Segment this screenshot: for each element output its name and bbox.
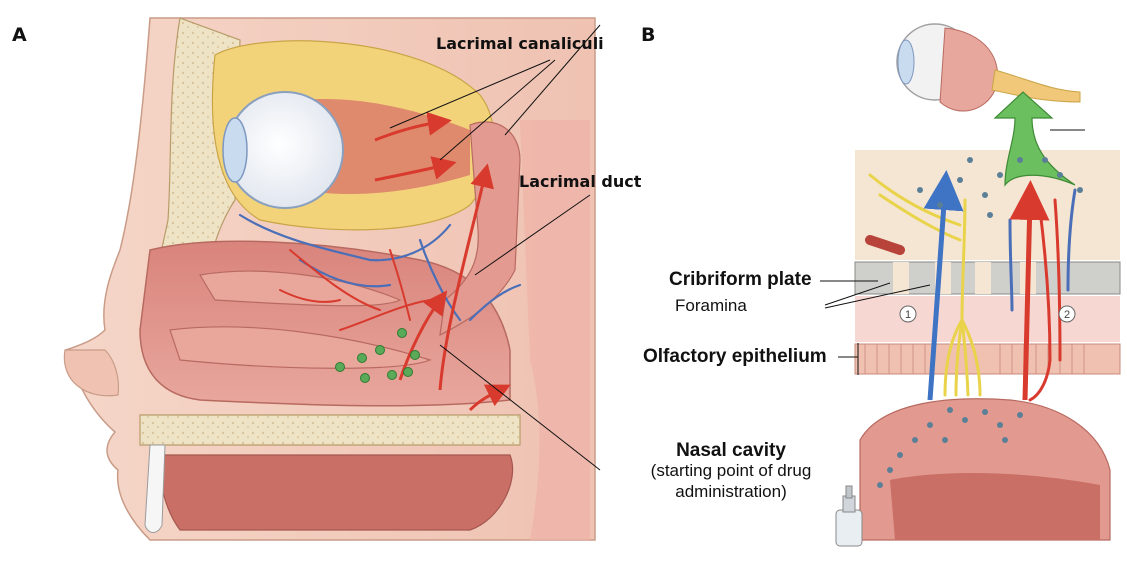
label-cribriform-plate: Cribriform plate [669,269,812,290]
panel-b-illustration [820,23,1121,547]
panel-a-letter: A [12,24,27,46]
vessels-b [1008,188,1077,402]
label-lacrimal-canaliculi: Lacrimal canaliculi [436,34,604,53]
leader-lines-a [389,24,601,471]
nasal-spray-bottle [835,485,863,547]
panel-b-letter: B [641,24,656,46]
drug-particles-a [335,328,420,383]
label-foramina: Foramina [675,296,747,315]
submucosa [855,296,1120,342]
label-nasal-cavity: Nasal cavity [676,440,786,461]
turbinate-upper [199,270,402,307]
oral-b [890,473,1100,540]
nose-tip [63,349,120,397]
panel-a-illustration [63,17,601,541]
pathway-1-marker [899,305,917,323]
pathway-2-marker [1058,305,1076,323]
arrow-to-brain [993,91,1076,187]
arteries-a [279,249,431,331]
incisor [144,444,166,533]
pharynx-wall [520,120,590,540]
oral-cavity [159,454,514,531]
brain-tissue [855,150,1120,260]
arrow-pathway-1 [923,170,964,401]
optic-nerve-b [991,69,1081,103]
eye-b-sclera [939,27,999,112]
label-nasal-cavity-sub-2: administration) [675,482,787,501]
eye-b-cornea [897,39,915,85]
vessel-red-b [865,235,905,255]
label-olfactory-epithelium: Olfactory epithelium [643,346,827,367]
leader-lines-b [820,129,1085,375]
cornea [222,117,248,183]
olfactory-nerve [868,173,982,397]
label-nasal-cavity-sub-1: (starting point of drug [650,461,812,480]
olfactory-epithelium-band [854,343,1121,375]
hard-palate [139,414,521,446]
drug-particles-b [877,157,1083,488]
arrow-pathway-2 [1009,180,1050,401]
label-lacrimal-duct: Lacrimal duct [519,172,642,191]
